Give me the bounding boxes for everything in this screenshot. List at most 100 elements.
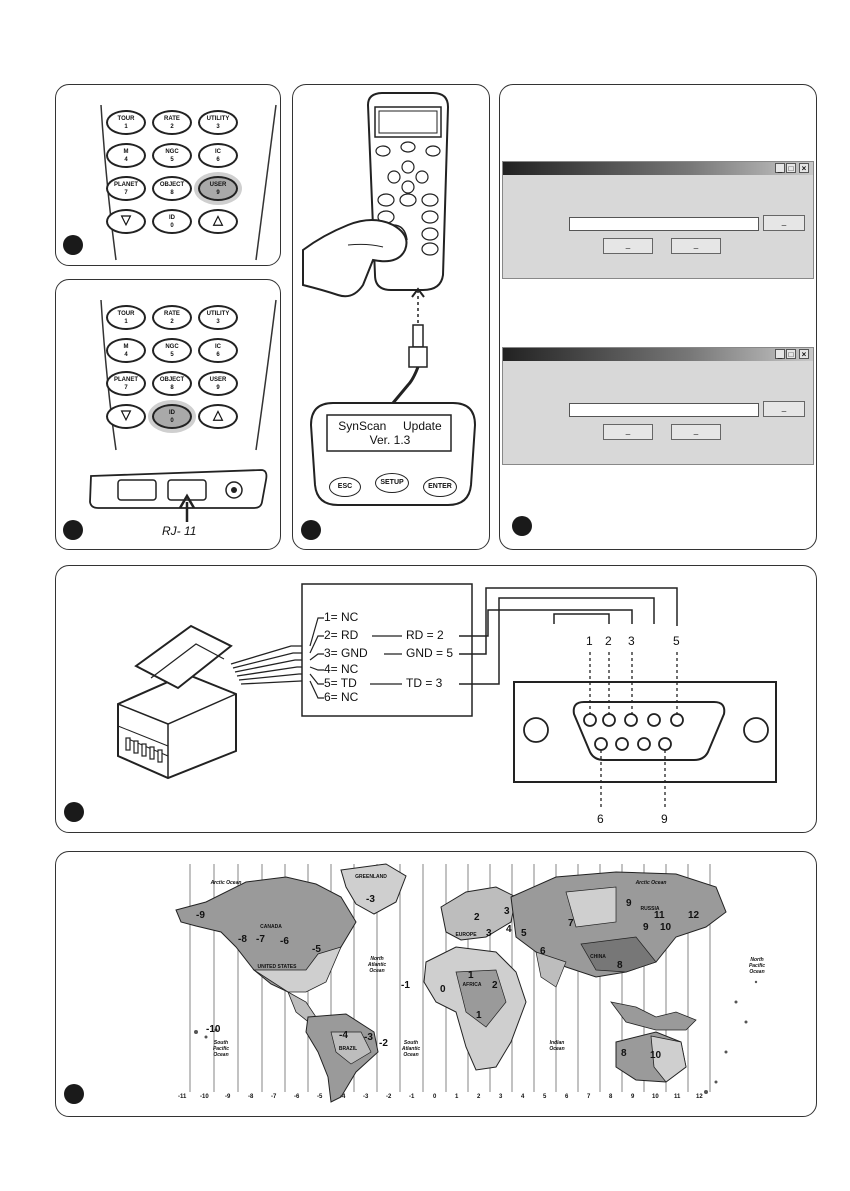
axis-label: -3 (363, 1094, 369, 1100)
panel-dialogs: _ □ × _ _ _ _ □ × _ _ _ (499, 84, 817, 550)
axis-label: -1 (409, 1094, 415, 1100)
zone-0: 0 (440, 984, 446, 995)
ocean-south-pacific: South Pacific Ocean (212, 1040, 230, 1058)
panel-wiring: 1= NC 2= RD 3= GND 4= NC 5= TD 6= NC RD … (55, 565, 817, 833)
zone-2: 2 (492, 980, 498, 991)
zone-8: 8 (617, 960, 623, 971)
dialog-window-1: _ □ × _ _ _ (502, 161, 814, 279)
axis-label: 2 (477, 1094, 481, 1100)
rj11-pin-1: 1= NC (324, 610, 359, 624)
maximize-button[interactable]: □ (786, 349, 796, 359)
zone-11: 11 (654, 910, 665, 921)
zone-m3-greenland: -3 (366, 894, 375, 905)
close-button[interactable]: × (799, 163, 809, 173)
esc-button[interactable]: ESC (329, 477, 361, 497)
zone-3: 3 (486, 928, 492, 939)
setup-button[interactable]: SETUP (375, 473, 409, 493)
axis-label: 10 (652, 1094, 659, 1100)
zone-m3: -3 (364, 1032, 373, 1043)
file-path-input[interactable] (569, 403, 759, 417)
zone-m4: -4 (339, 1030, 348, 1041)
axis-label: 8 (609, 1094, 613, 1100)
ocean-south-atlantic: South Atlantic Ocean (401, 1040, 421, 1058)
zone-7: 7 (568, 918, 574, 929)
db9-pin-3-label: 3 (628, 634, 635, 648)
rj11-pin-3: 3= GND (324, 646, 368, 660)
lcd-line-2: Ver. 1.3 (369, 433, 411, 447)
zone-m9: -9 (196, 910, 205, 921)
lcd-line-1: SynScan Update (338, 419, 442, 433)
ok-button[interactable]: _ (603, 424, 653, 440)
zone-10: 10 (660, 922, 672, 933)
key-up-arrow[interactable]: △ (198, 209, 238, 234)
key-down-arrow[interactable]: ▽ (106, 404, 146, 429)
zone-m6: -6 (280, 936, 289, 947)
db9-pin-5-label: 5 (673, 634, 680, 648)
zone-m10: -10 (206, 1024, 221, 1035)
axis-label: -4 (340, 1094, 346, 1100)
step-marker-icon (301, 520, 321, 540)
rj11-pin-5: 5= TD (324, 676, 357, 690)
close-button[interactable]: × (799, 349, 809, 359)
file-path-input[interactable] (569, 217, 759, 231)
db9-pin-6-label: 6 (597, 812, 604, 826)
ocean-arctic-east: Arctic Ocean (635, 880, 667, 886)
rj11-pin-6: 6= NC (324, 690, 359, 704)
step-marker-icon (64, 802, 84, 822)
mapping-td: TD = 3 (406, 676, 443, 690)
cancel-button[interactable]: _ (671, 238, 721, 254)
browse-button[interactable]: _ (763, 215, 805, 231)
enter-button[interactable]: ENTER (423, 477, 457, 497)
zone-9-japan: 9 (626, 898, 632, 909)
ocean-arctic-west: Arctic Ocean (210, 880, 242, 886)
country-brazil: BRAZIL (338, 1046, 358, 1052)
zone-3-asia: 3 (504, 906, 510, 917)
keypad-outline (89, 299, 277, 522)
world-map (175, 863, 758, 1103)
rj11-pin-2: 2= RD (324, 628, 359, 642)
rj11-port-label: RJ- 11 (162, 524, 197, 538)
zone-12: 12 (688, 910, 700, 921)
zone-m7: -7 (256, 934, 265, 945)
minimize-button[interactable]: _ (775, 163, 785, 173)
db9-pin-2-label: 2 (605, 634, 612, 648)
axis-label: 0 (433, 1094, 437, 1100)
step-marker-icon (64, 1084, 84, 1104)
browse-button[interactable]: _ (763, 401, 805, 417)
cancel-button[interactable]: _ (671, 424, 721, 440)
mapping-gnd: GND = 5 (406, 646, 454, 660)
step-marker-icon (63, 235, 83, 255)
key-down-arrow[interactable]: ▽ (106, 209, 146, 234)
panel-handset-update: SynScan Update Ver. 1.3 ESC SETUP ENTER (292, 84, 490, 550)
maximize-button[interactable]: □ (786, 163, 796, 173)
ok-button[interactable]: _ (603, 238, 653, 254)
ocean-north-atlantic: North Atlantic Ocean (367, 956, 387, 974)
rj11-pin-4: 4= NC (324, 662, 359, 676)
wiring-diagram (117, 583, 777, 810)
zone-m5: -5 (312, 944, 321, 955)
minimize-button[interactable]: _ (775, 349, 785, 359)
key-up-arrow[interactable]: △ (198, 404, 238, 429)
